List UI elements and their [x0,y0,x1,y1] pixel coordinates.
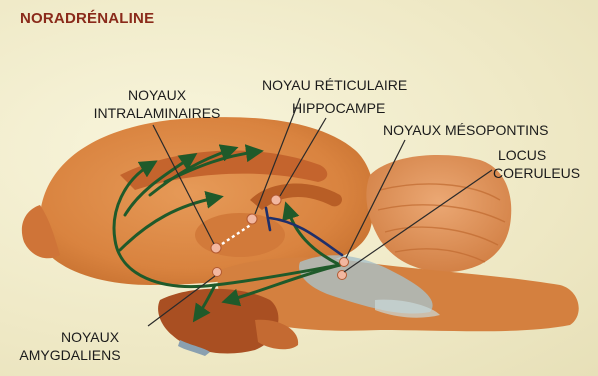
diagram-title: NORADRÉNALINE [20,10,154,27]
thalamus-shape [195,213,285,257]
label-line: NOYAUX [5,328,135,346]
label-line: LOCUS [493,146,580,164]
label-hippocampe: HIPPOCAMPE [292,99,385,117]
label-line: AMYGDALIENS [5,346,135,364]
label-noyaux-mesopontins: NOYAUX MÉSOPONTINS [383,121,548,139]
label-locus-coeruleus: LOCUS COERULEUS [493,146,580,182]
label-line: INTRALAMINAIRES [92,104,222,122]
label-line: COERULEUS [493,164,580,182]
label-noyaux-intralaminaires: NOYAUX INTRALAMINAIRES [92,86,222,122]
label-line: NOYAUX [92,86,222,104]
label-noyau-reticulaire: NOYAU RÉTICULAIRE [262,76,407,94]
label-noyaux-amygdaliens: NOYAUX AMYGDALIENS [5,328,135,364]
